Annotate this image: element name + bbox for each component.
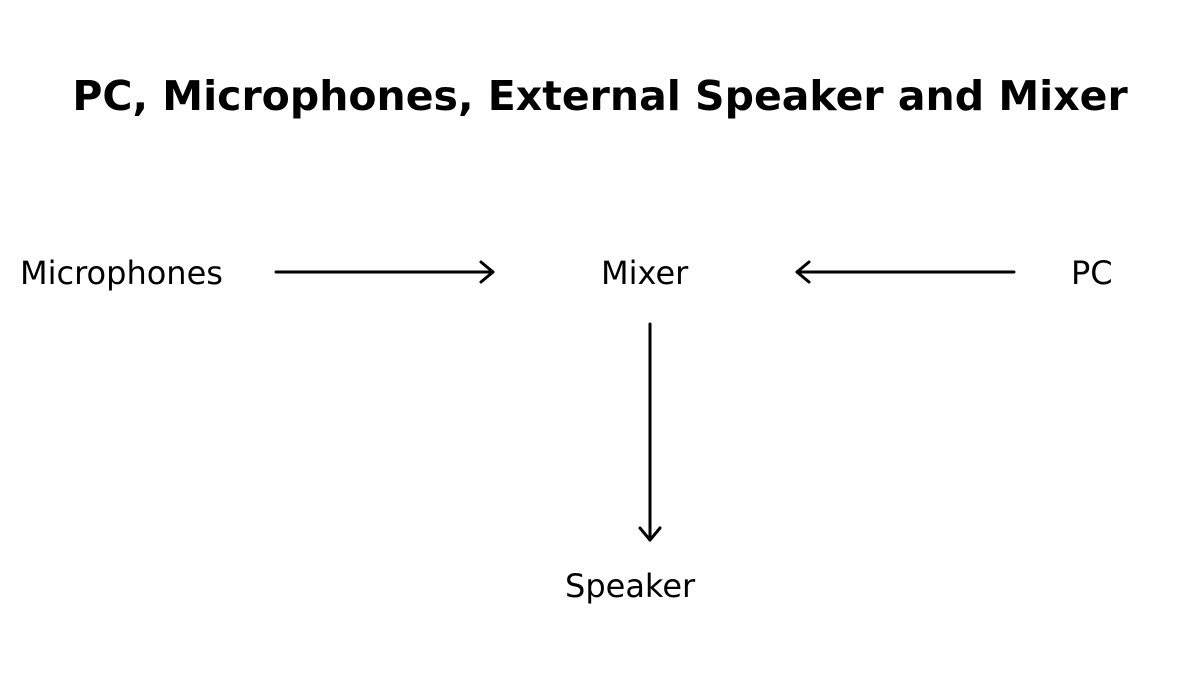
node-speaker: Speaker bbox=[565, 567, 696, 605]
node-mixer: Mixer bbox=[601, 254, 689, 292]
node-pc: PC bbox=[1071, 254, 1113, 292]
arrow-microphones-to-mixer-icon bbox=[274, 260, 495, 284]
arrow-mixer-to-speaker-icon bbox=[638, 322, 662, 542]
diagram-title: PC, Microphones, External Speaker and Mi… bbox=[72, 72, 1128, 120]
node-microphones: Microphones bbox=[20, 254, 223, 292]
arrow-pc-to-mixer-icon bbox=[795, 260, 1016, 284]
